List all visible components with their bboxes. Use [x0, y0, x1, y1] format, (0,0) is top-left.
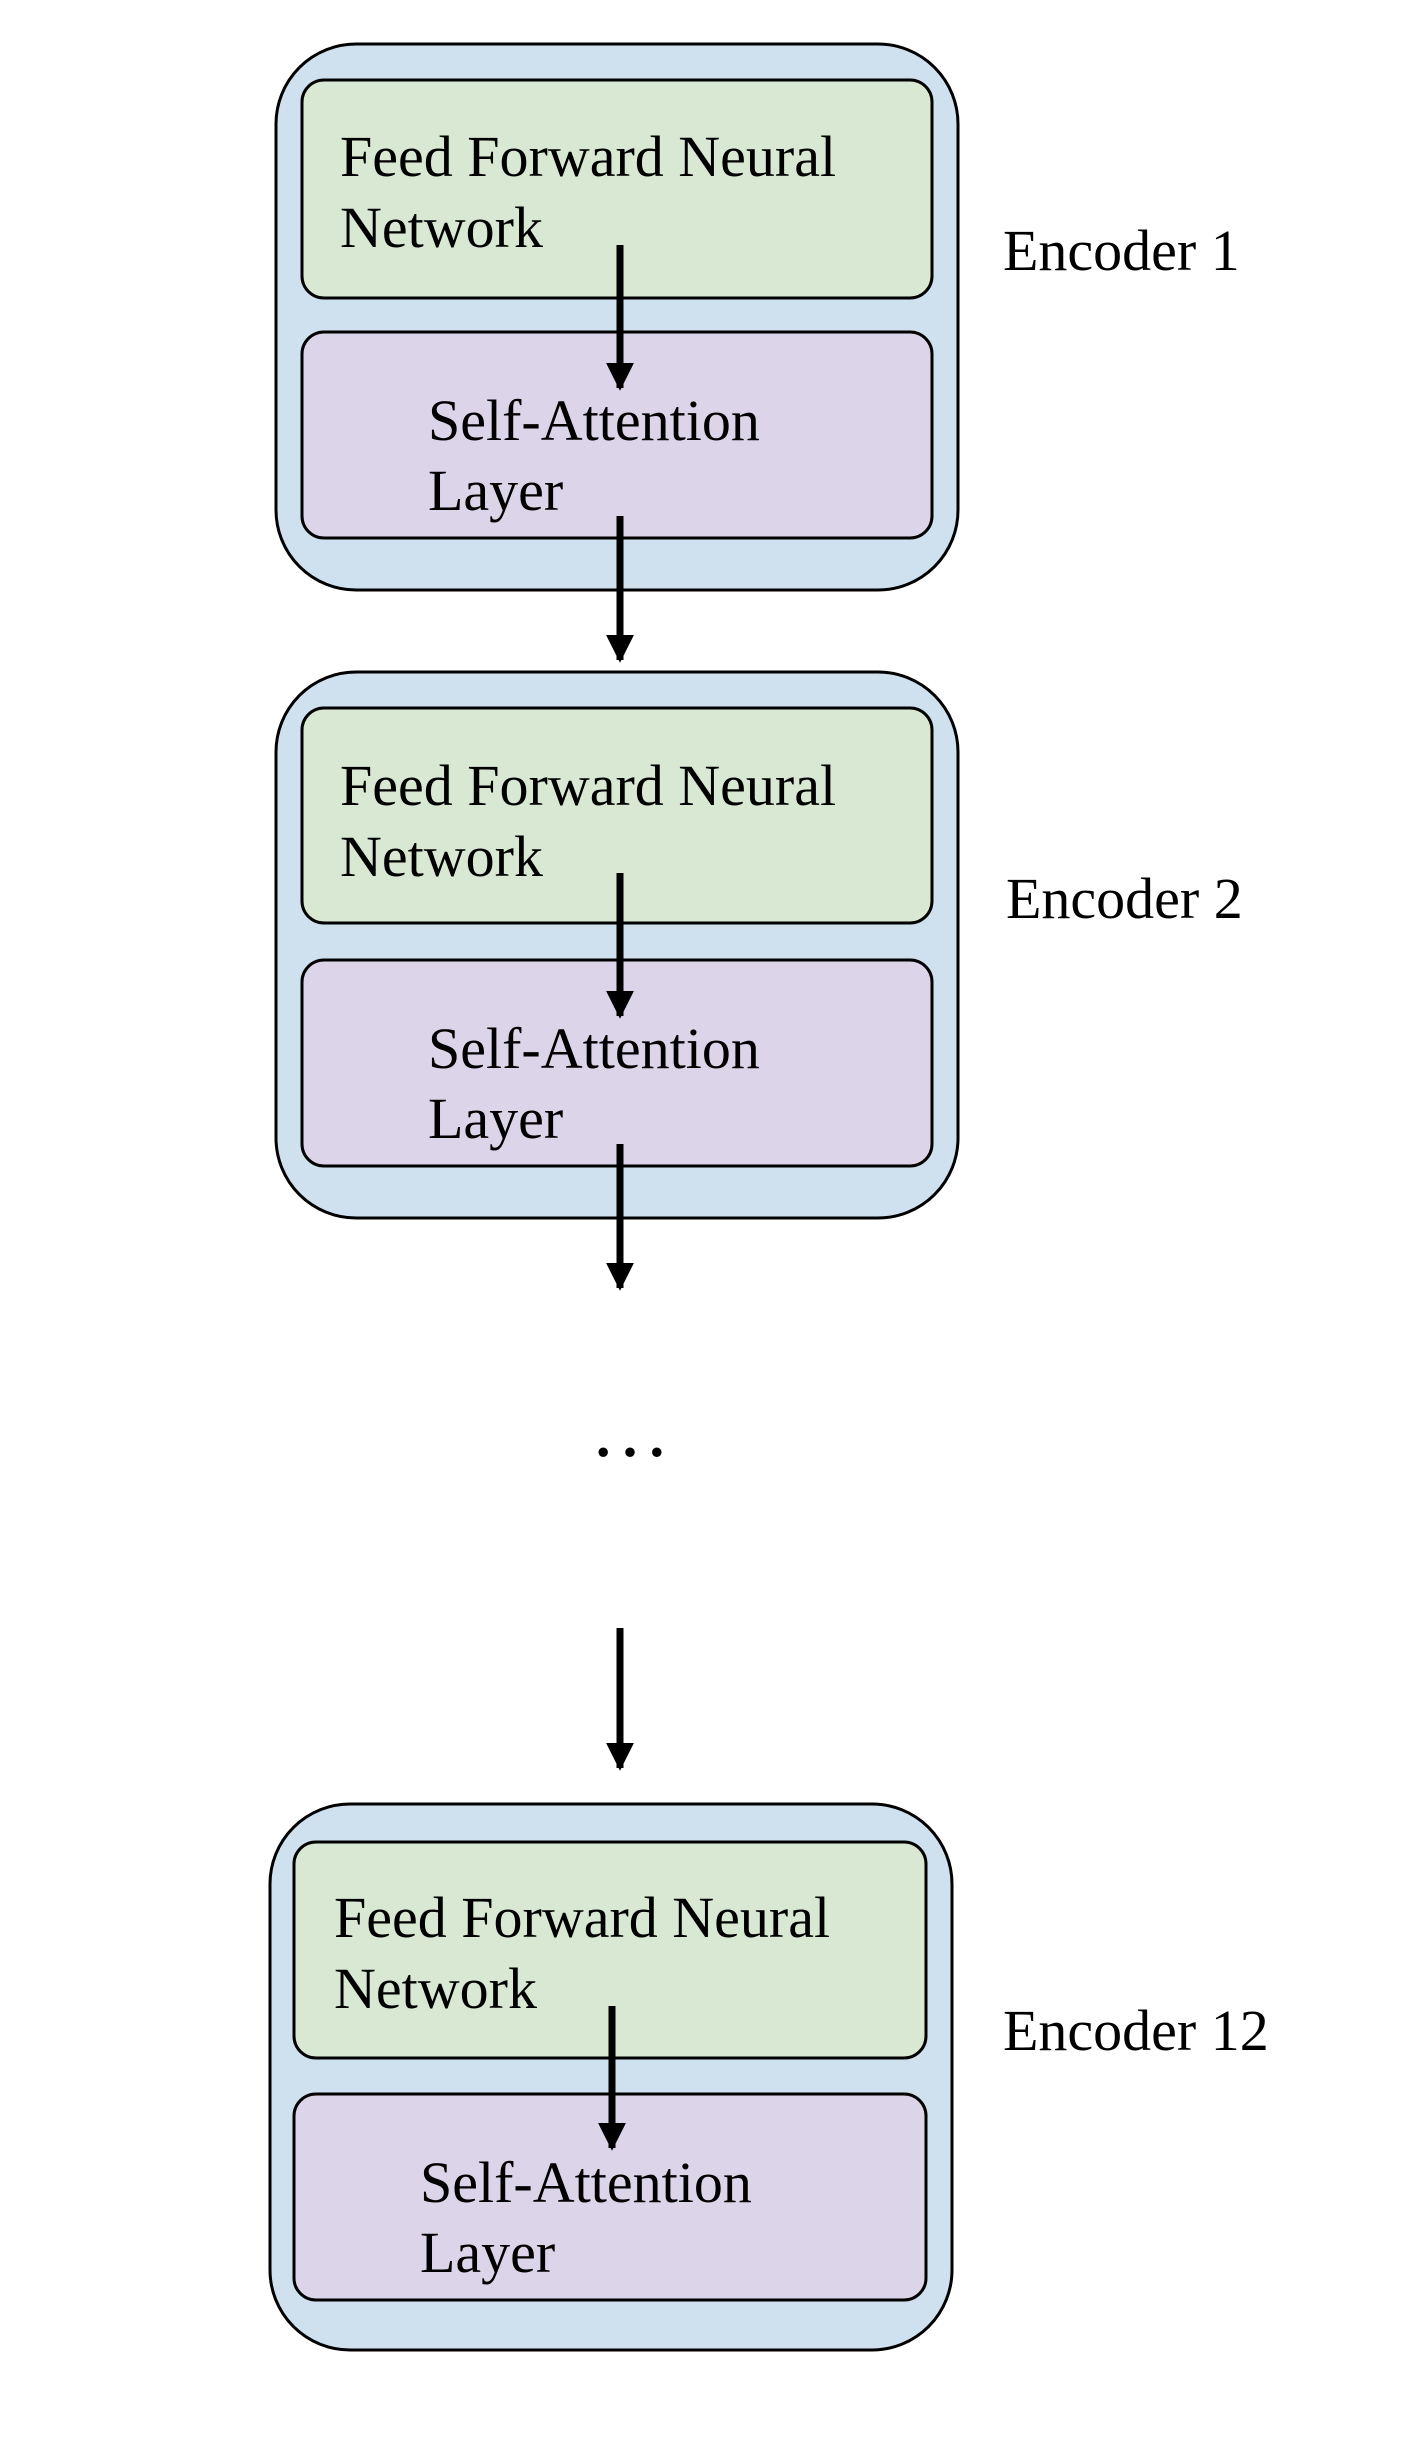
encoder-12-ffn-label-line2: Network — [334, 1956, 537, 2021]
encoder-2: Feed Forward Neural Network Self-Attenti… — [274, 670, 960, 1220]
encoder-1-attention-label-line1: Self-Attention — [428, 388, 760, 453]
encoder-2-attention-label-line1: Self-Attention — [428, 1016, 760, 1081]
encoder-2-attention-label-line2: Layer — [428, 1086, 563, 1151]
encoder-2-ffn-label-line2: Network — [340, 824, 543, 889]
encoder-2-ffn-label-line1: Feed Forward Neural — [340, 753, 836, 818]
encoder-12-label: Encoder 12 — [1003, 1998, 1269, 2063]
encoder-12-attention-label-line2: Layer — [420, 2220, 555, 2285]
encoder-1-attention-label-line2: Layer — [428, 458, 563, 523]
encoder-1-ffn-label-line2: Network — [340, 195, 543, 260]
encoder-12-ffn-label-line1: Feed Forward Neural — [334, 1885, 830, 1950]
encoder-12: Feed Forward Neural Network Self-Attenti… — [268, 1802, 954, 2352]
encoder-12-attention-label-line1: Self-Attention — [420, 2150, 752, 2215]
encoder-1-label: Encoder 1 — [1003, 218, 1240, 283]
encoder-2-label: Encoder 2 — [1006, 866, 1243, 931]
ellipsis: … — [590, 1386, 670, 1474]
encoder-1: Feed Forward Neural Network Self-Attenti… — [274, 42, 960, 592]
encoder-1-ffn-label-line1: Feed Forward Neural — [340, 124, 836, 189]
